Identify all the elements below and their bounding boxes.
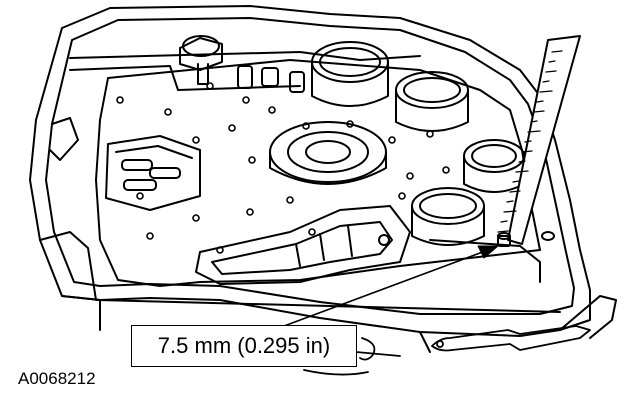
left-edge-detail — [49, 117, 79, 161]
loose-clip — [303, 337, 401, 376]
bolt-holes — [116, 82, 450, 254]
accumulator-bores — [311, 41, 525, 246]
left-lower-block — [39, 231, 97, 301]
lower-rail — [97, 299, 561, 313]
lower-rail-2 — [61, 295, 101, 331]
center-boss — [269, 121, 387, 185]
figure-id-label: A0068212 — [18, 369, 96, 388]
small-post-1 — [237, 65, 253, 89]
small-post-3 — [289, 71, 305, 93]
detent-bracket — [195, 205, 411, 285]
valve-body-plate — [95, 59, 541, 287]
solenoid-body — [179, 37, 223, 71]
case-inner-rim — [45, 17, 575, 315]
solenoid-cap — [182, 35, 220, 57]
solenoid-stem — [197, 63, 209, 85]
small-post-2 — [261, 67, 279, 87]
measuring-scale — [497, 35, 581, 245]
measurement-callout: 7.5 mm (0.295 in) — [131, 325, 357, 367]
bottom-right-foot — [559, 295, 617, 339]
left-valve-block — [105, 135, 201, 211]
leader-arrowhead — [477, 245, 499, 259]
detent-lever-part — [431, 325, 591, 352]
measured-pin — [497, 231, 555, 247]
front-edge — [429, 239, 541, 283]
bottom-edge — [419, 331, 431, 353]
leader-line — [267, 249, 489, 333]
top-flange — [69, 51, 421, 61]
